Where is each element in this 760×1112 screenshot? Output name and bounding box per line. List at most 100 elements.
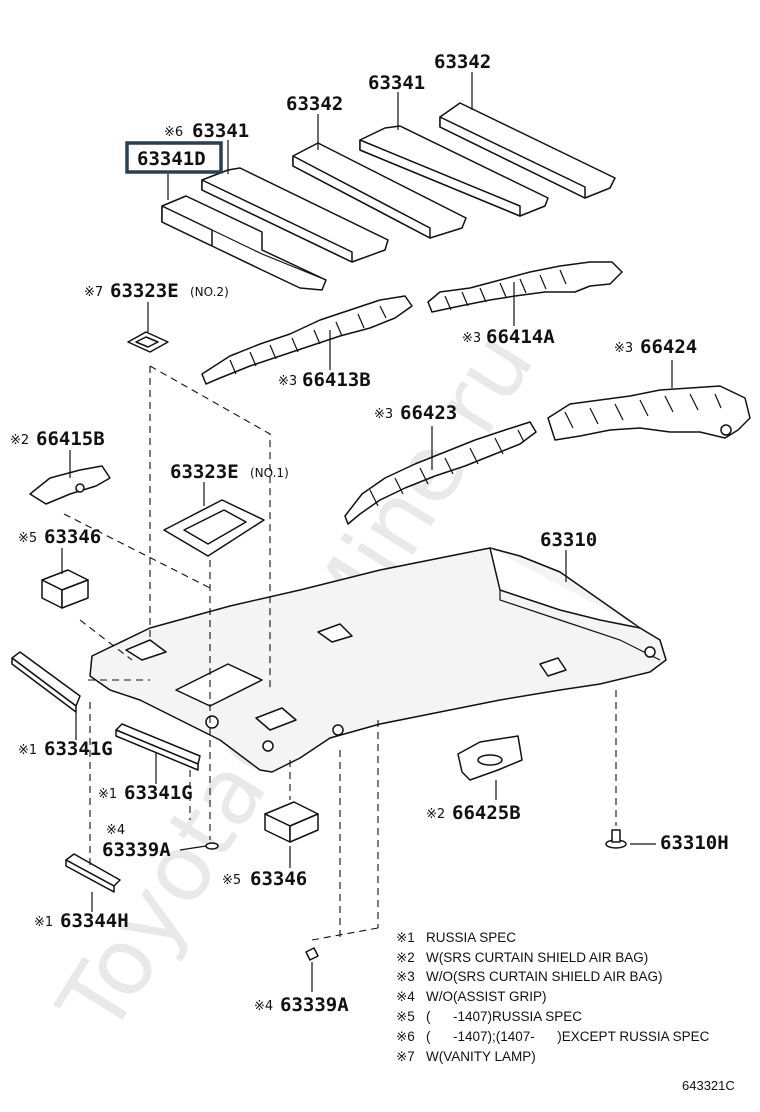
- pad-63342-top[interactable]: [439, 102, 616, 199]
- strip-63344h[interactable]: [65, 853, 121, 893]
- svg-text:※1: ※1: [18, 743, 37, 758]
- callout-66413b[interactable]: ※3 66413B: [278, 369, 371, 391]
- callout-63342-mid[interactable]: 63342: [286, 93, 343, 115]
- callout-63346-bottom[interactable]: ※5 63346: [222, 868, 307, 890]
- retainer-66424[interactable]: [547, 385, 751, 441]
- figure-reference: 643321C: [682, 1078, 735, 1093]
- note-1-text: RUSSIA SPEC: [426, 930, 516, 945]
- note-4-mark: ※4: [396, 989, 415, 1004]
- svg-text:※6: ※6: [164, 125, 183, 140]
- svg-text:※5: ※5: [222, 873, 241, 888]
- svg-text:63342: 63342: [434, 51, 491, 73]
- svg-text:66413B: 66413B: [302, 369, 371, 391]
- svg-text:63341G: 63341G: [124, 782, 193, 804]
- svg-text:※1: ※1: [98, 787, 117, 802]
- notes-legend: ※1 RUSSIA SPEC ※2 W(SRS CURTAIN SHIELD A…: [396, 930, 710, 1064]
- callout-63346-top[interactable]: ※5 63346: [18, 526, 101, 548]
- bracket-66425b[interactable]: [457, 735, 523, 781]
- svg-text:66414A: 66414A: [486, 326, 555, 348]
- pad-63341-top[interactable]: [359, 125, 549, 217]
- svg-text:※7: ※7: [84, 285, 103, 300]
- clip-63339a-top[interactable]: [205, 842, 219, 850]
- svg-text:※4: ※4: [254, 999, 273, 1014]
- retainer-66414a[interactable]: [427, 261, 623, 313]
- dashed-guides: [63, 365, 617, 941]
- svg-text:63341: 63341: [192, 120, 249, 142]
- svg-text:63310H: 63310H: [660, 832, 729, 854]
- callout-63341g-mid[interactable]: ※1 63341G: [98, 782, 193, 804]
- svg-text:63323E: 63323E: [170, 461, 239, 483]
- note-6-text: ( -1407);(1407- )EXCEPT RUSSIA SPEC: [426, 1029, 710, 1044]
- svg-text:(NO.2): (NO.2): [190, 285, 229, 299]
- callout-63341-top[interactable]: 63341: [368, 72, 425, 94]
- svg-text:※2: ※2: [10, 433, 29, 448]
- svg-text:63346: 63346: [44, 526, 101, 548]
- callout-66425b[interactable]: ※2 66425B: [426, 802, 521, 824]
- note-2-text: W(SRS CURTAIN SHIELD AIR BAG): [426, 950, 648, 965]
- svg-text:63310: 63310: [540, 529, 597, 551]
- svg-text:(NO.1): (NO.1): [250, 466, 289, 480]
- callout-66424[interactable]: ※3 66424: [614, 336, 697, 358]
- note-3-mark: ※3: [396, 969, 415, 984]
- headliner-63310[interactable]: [89, 547, 667, 773]
- svg-text:63342: 63342: [286, 93, 343, 115]
- clip-63310h[interactable]: [605, 829, 627, 849]
- svg-text:※3: ※3: [614, 341, 633, 356]
- callout-63339a-top[interactable]: ※4 63339A: [102, 823, 171, 861]
- callout-63341-6[interactable]: ※6 63341: [164, 120, 249, 142]
- note-7-text: W(VANITY LAMP): [426, 1049, 536, 1064]
- svg-text:63344H: 63344H: [60, 910, 129, 932]
- svg-text:63346: 63346: [250, 868, 307, 890]
- strip-63341g-left[interactable]: [11, 651, 81, 713]
- pad-63341d[interactable]: [161, 195, 327, 291]
- callout-66415b[interactable]: ※2 66415B: [10, 428, 105, 450]
- svg-text:※5: ※5: [18, 531, 37, 546]
- svg-text:63339A: 63339A: [280, 994, 349, 1016]
- svg-text:66423: 66423: [400, 402, 457, 424]
- strip-63341g-mid[interactable]: [115, 723, 201, 771]
- svg-text:63341D: 63341D: [137, 148, 206, 170]
- callout-63341d[interactable]: 63341D: [125, 141, 223, 174]
- svg-text:※3: ※3: [462, 331, 481, 346]
- svg-text:66425B: 66425B: [452, 802, 521, 824]
- svg-text:63341G: 63341G: [44, 738, 113, 760]
- pad-63342-mid[interactable]: [292, 142, 467, 239]
- svg-text:※3: ※3: [278, 374, 297, 389]
- note-7-mark: ※7: [396, 1049, 415, 1064]
- note-6-mark: ※6: [396, 1029, 415, 1044]
- svg-text:63339A: 63339A: [102, 839, 171, 861]
- callout-63341g-left[interactable]: ※1 63341G: [18, 738, 113, 760]
- callout-63310[interactable]: 63310: [540, 529, 597, 551]
- bracket-66415b[interactable]: [29, 465, 111, 505]
- bezel-63323e-no1[interactable]: [163, 499, 265, 557]
- callout-63310h[interactable]: 63310H: [660, 832, 729, 854]
- note-5-mark: ※5: [396, 1009, 415, 1024]
- note-1-mark: ※1: [396, 930, 415, 945]
- note-5-text: ( -1407)RUSSIA SPEC: [426, 1009, 582, 1024]
- svg-text:63323E: 63323E: [110, 280, 179, 302]
- svg-text:※4: ※4: [106, 823, 125, 838]
- callout-63344h[interactable]: ※1 63344H: [34, 910, 129, 932]
- callout-63342-top[interactable]: 63342: [434, 51, 491, 73]
- leader-lines: [61, 72, 673, 992]
- retainer-66423[interactable]: [344, 421, 537, 525]
- callout-66423[interactable]: ※3 66423: [374, 402, 457, 424]
- bezel-63323e-no2[interactable]: [127, 331, 169, 353]
- pad-63341-6[interactable]: [201, 167, 389, 263]
- callout-66414a[interactable]: ※3 66414A: [462, 326, 555, 348]
- holder-63346-bottom[interactable]: [264, 801, 319, 843]
- svg-text:66415B: 66415B: [36, 428, 105, 450]
- svg-text:66424: 66424: [640, 336, 697, 358]
- callout-63323e-no2[interactable]: ※7 63323E (NO.2): [84, 280, 229, 302]
- note-2-mark: ※2: [396, 950, 415, 965]
- callout-63323e-no1[interactable]: 63323E (NO.1): [170, 461, 289, 483]
- callout-63339a-bottom[interactable]: ※4 63339A: [254, 994, 349, 1016]
- svg-text:※2: ※2: [426, 807, 445, 822]
- holder-63346-top[interactable]: [41, 569, 89, 609]
- clip-63339a-bottom[interactable]: [305, 947, 319, 961]
- svg-text:※3: ※3: [374, 407, 393, 422]
- retainer-66413b[interactable]: [201, 295, 413, 385]
- svg-text:※1: ※1: [34, 915, 53, 930]
- note-3-text: W/O(SRS CURTAIN SHIELD AIR BAG): [426, 969, 663, 984]
